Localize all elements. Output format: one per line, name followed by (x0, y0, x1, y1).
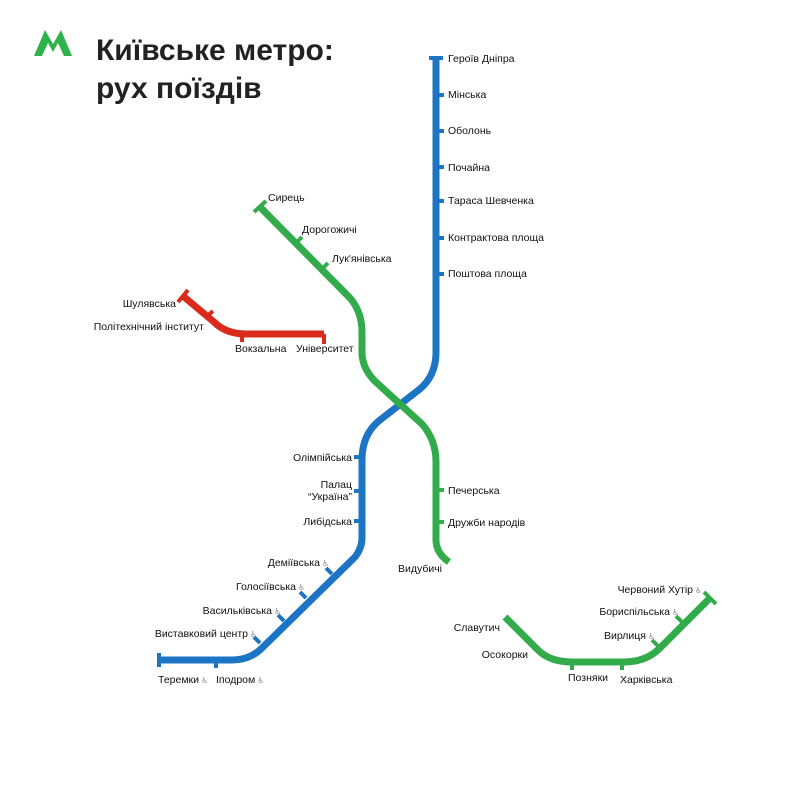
station-label-red-0: Шулявська (123, 298, 176, 310)
green-east-line (502, 595, 713, 666)
green-east-line-east-terminus (702, 590, 718, 606)
red-line-west-terminus (176, 288, 190, 304)
metro-logo-icon (34, 30, 72, 56)
station-tick-blue-10 (324, 566, 334, 576)
station-label-green_main-2: Лук'янівська (332, 253, 392, 265)
station-label-blue-3: Почайна (448, 162, 490, 174)
wheelchair-icon: ♿ (695, 586, 702, 595)
station-label-blue-11: Голосіївська (236, 581, 296, 593)
station-label-green_east-1: Осокорки (482, 649, 528, 661)
station-label-blue-14: Іподром (216, 674, 255, 686)
station-label-blue-2: Оболонь (448, 125, 492, 137)
station-label-blue-0: Героїв Дніпра (448, 53, 515, 65)
station-tick-green_main-1 (294, 235, 304, 245)
blue-line (159, 58, 440, 664)
station-tick-blue-11 (298, 590, 308, 600)
station-label-green_main-5: Видубичі (398, 563, 442, 575)
station-label-green_east-3: Харківська (620, 674, 673, 686)
station-label-blue-6: Поштова площа (448, 268, 527, 280)
station-tick-green_east-4 (650, 638, 660, 648)
station-tick-red-1 (204, 309, 215, 319)
station-label-blue-7: Олімпійська (293, 452, 352, 464)
station-label-red-2: Вокзальна (235, 343, 287, 355)
station-tick-green_east-1 (530, 642, 540, 652)
station-label-green_east-2: Позняки (568, 672, 608, 684)
station-label-green_main-0: Сирець (268, 192, 305, 204)
wheelchair-icon: ♿ (257, 676, 264, 685)
green-line (257, 204, 452, 565)
station-label-green_main-1: Дорогожичі (302, 224, 357, 236)
station-label-blue-8: Палац“Україна” (308, 479, 353, 503)
map-title-line-2: рух поїздів (96, 72, 262, 105)
station-label-blue-1: Мінська (448, 89, 486, 101)
wheelchair-icon: ♿ (250, 630, 257, 639)
red-line (180, 293, 324, 338)
station-tick-blue-12 (276, 613, 286, 623)
station-label-blue-13: Виставковий центр (155, 628, 248, 640)
wheelchair-icon: ♿ (298, 583, 305, 592)
station-label-green_east-5: Бориспільська (599, 606, 670, 618)
station-label-blue-5: Контрактова площа (448, 232, 544, 244)
station-tick-green_east-5 (674, 614, 684, 624)
station-label-green_main-3: Печерська (448, 485, 500, 497)
wheelchair-icon: ♿ (672, 608, 679, 617)
station-label-green_east-6: Червоний Хутір (618, 584, 694, 596)
station-label-green_main-4: Дружби народів (448, 517, 526, 529)
wheelchair-icon: ♿ (322, 559, 329, 568)
station-label-blue-10: Деміївська (268, 557, 320, 569)
green-line-north-terminus (252, 199, 268, 214)
station-label-blue-9: Либідська (303, 516, 352, 528)
station-label-red-3: Університет (296, 343, 354, 355)
station-tick-blue-13 (252, 635, 262, 645)
station-label-green_east-4: Вирлиця (604, 630, 646, 642)
station-label-blue-4: Тараса Шевченка (448, 195, 534, 207)
station-label-blue-12: Васильківська (203, 605, 272, 617)
map-title-line-1: Київське метро: (96, 34, 334, 67)
station-markers: Героїв ДніпраМінськаОболоньПочайнаТараса… (94, 53, 702, 686)
station-tick-green_main-2 (320, 261, 330, 271)
wheelchair-icon: ♿ (648, 632, 655, 641)
station-label-blue-15: Теремки (158, 674, 199, 686)
station-label-red-1: Політехнічний інститут (94, 321, 204, 333)
station-label-green_east-0: Славутич (454, 622, 500, 634)
wheelchair-icon: ♿ (201, 676, 208, 685)
wheelchair-icon: ♿ (274, 607, 281, 616)
